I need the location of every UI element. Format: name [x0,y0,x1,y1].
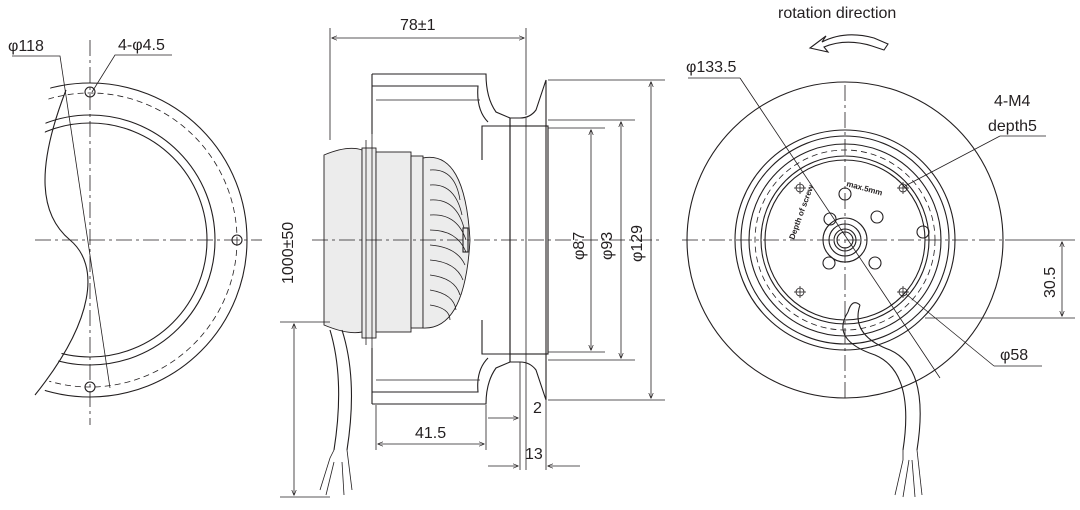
right-view: rotation direction Depth of screw max.5m… [682,5,1075,498]
side-dim-d87: φ87 [571,232,588,260]
side-dim-width: 78±1 [400,17,436,34]
side-dim-d93: φ93 [599,232,616,260]
left-mount-hole-right [231,234,243,246]
right-dim-offset: 30.5 [1042,267,1059,298]
impeller-top [372,73,511,160]
side-dim-small-b: 13 [525,446,543,463]
left-view: φ118 4-φ4.5 [0,0,262,430]
right-dim-outer: φ133.5 [686,59,737,76]
hole-bottom [822,256,836,270]
side-dim-body: 41.5 [415,425,446,442]
side-cable [329,329,353,451]
motor-cap [323,147,363,334]
impeller-bottom [372,320,511,405]
hole-top [838,187,852,201]
right-dim-depth: depth5 [988,118,1037,135]
right-cable [842,304,921,451]
rotation-label: rotation direction [778,5,896,22]
left-mount-hole-top [84,86,96,98]
left-mount-hole-bottom [84,381,96,393]
side-dim-d129: φ129 [629,225,646,262]
right-dim-hub: φ58 [1000,347,1028,364]
side-view: 78±1 [280,17,665,498]
left-dim-outer: φ118 [8,38,44,55]
right-dim-thread: 4-M4 [994,93,1031,110]
hole-right [916,225,930,239]
side-dim-small-a: 2 [533,400,542,417]
m4-screw-holes [794,182,909,298]
left-dim-holes: 4-φ4.5 [118,37,165,54]
rotation-arrow-icon [808,34,889,53]
side-dim-cable: 1000±50 [280,222,297,284]
